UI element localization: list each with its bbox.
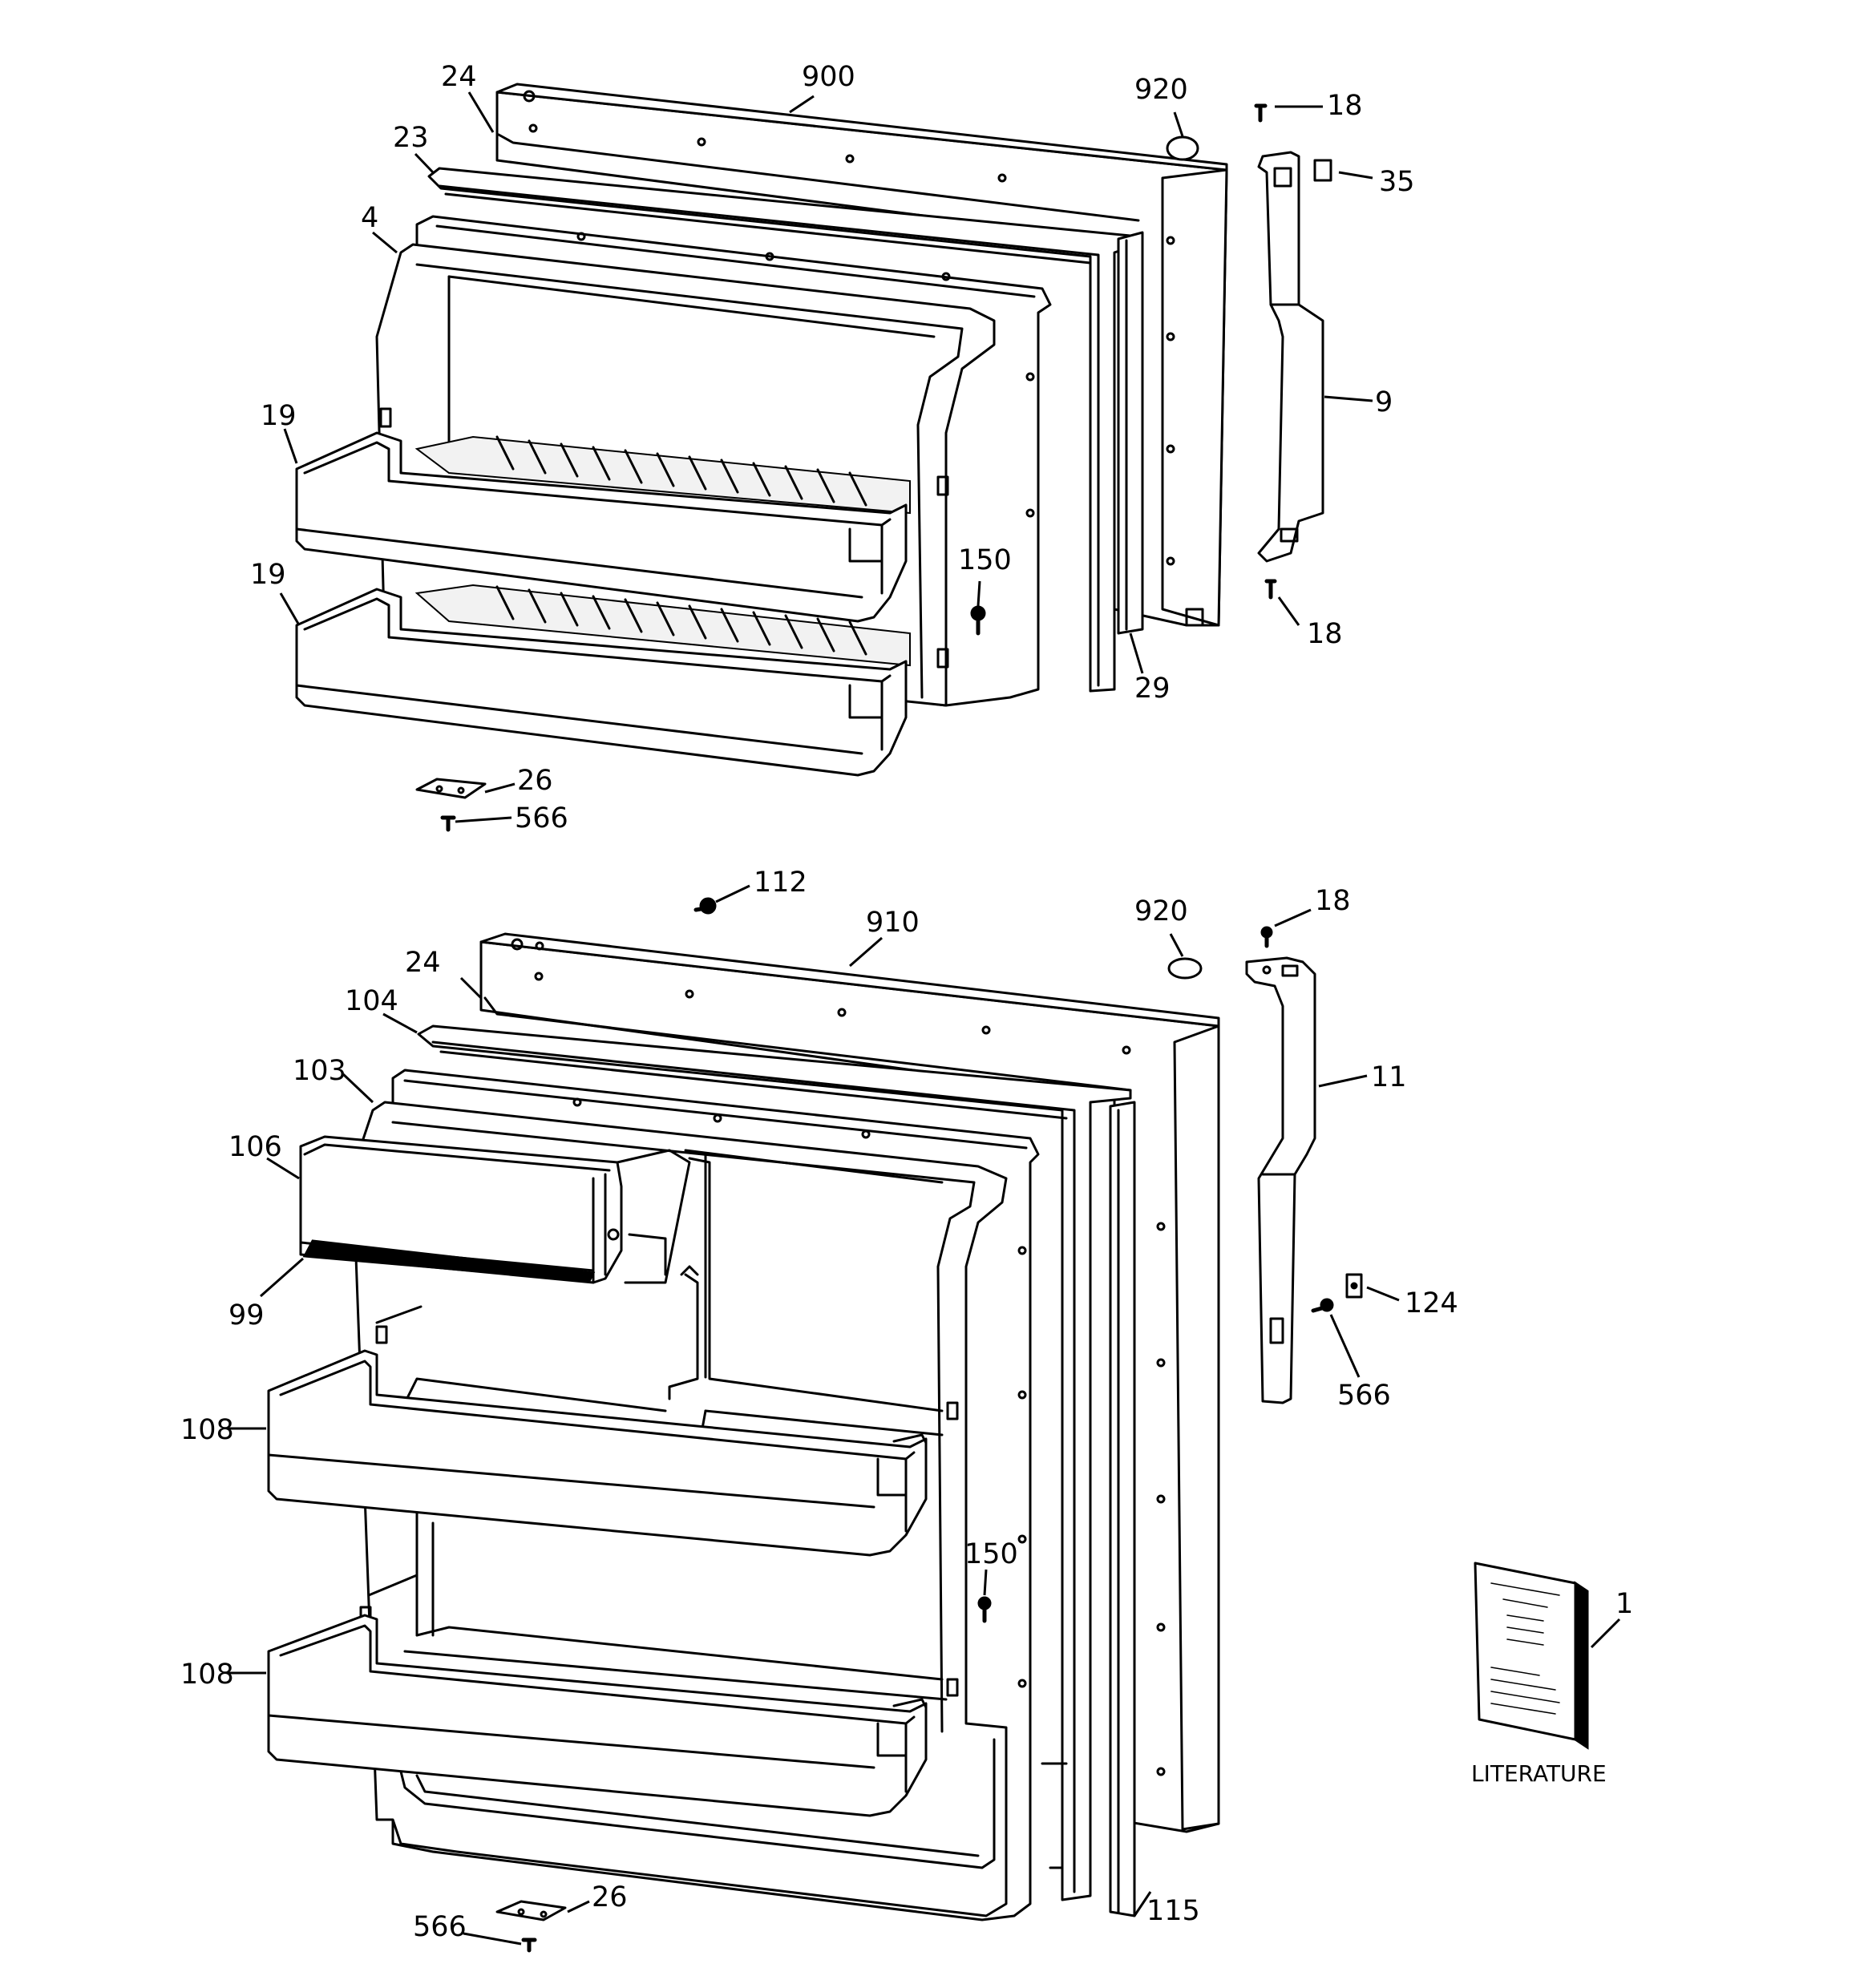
gasket-23 — [427, 167, 1140, 693]
callout-11: 11 — [1371, 1061, 1407, 1093]
screw-18-lower — [1260, 926, 1273, 948]
plug-920-lower — [1167, 957, 1203, 980]
callout-910: 910 — [866, 907, 920, 939]
callout-18-lower: 18 — [1315, 885, 1351, 917]
outer-door-panel-900 — [495, 83, 1228, 627]
callout-18-upper-top: 18 — [1327, 90, 1363, 122]
upper-callout-labels: 900 920 18 24 23 35 4 9 19 150 19 18 29 … — [250, 61, 1415, 834]
door-shelf-bin-19-lower — [295, 588, 908, 777]
callout-112: 112 — [754, 867, 807, 899]
callout-104: 104 — [345, 985, 398, 1017]
callout-19-lower: 19 — [250, 559, 286, 591]
lower-callout-labels: 112 920 18 910 24 104 11 103 106 124 99 … — [180, 867, 1633, 1943]
callout-150-lower: 150 — [964, 1538, 1018, 1570]
callout-26-upper: 26 — [517, 765, 553, 797]
screw-18-upper-top — [1254, 103, 1268, 123]
callout-566-bottom: 566 — [413, 1911, 467, 1943]
literature-booklet-1 — [1474, 1562, 1589, 1750]
breaker-strip-115 — [1109, 1101, 1136, 1917]
hinge-26-lower — [495, 1900, 567, 1921]
callout-4: 4 — [361, 202, 378, 234]
upper-door-assembly: 900 920 18 24 23 35 4 9 19 150 19 18 29 … — [250, 61, 1415, 834]
inner-door-liner-4 — [375, 215, 1052, 707]
callout-566-upper: 566 — [515, 802, 568, 834]
callout-24-upper: 24 — [441, 61, 477, 93]
screw-18-upper-bottom — [1264, 579, 1277, 600]
callout-24-lower: 24 — [405, 947, 441, 979]
breaker-strip-29 — [1117, 231, 1144, 635]
clip-124 — [1345, 1273, 1363, 1299]
door-shelf-bin-108-lower — [267, 1614, 928, 1817]
screw-566-right — [1311, 1298, 1334, 1313]
callout-106: 106 — [228, 1131, 282, 1163]
cap-35 — [1313, 159, 1332, 182]
callout-150-upper: 150 — [958, 544, 1012, 576]
callout-108-lower: 108 — [180, 1659, 234, 1691]
lower-door-assembly: 112 920 18 910 24 104 11 103 106 124 99 … — [180, 867, 1633, 1953]
upper-leader-lines — [279, 91, 1373, 823]
door-shelf-bin-19-upper — [295, 431, 908, 623]
callout-23: 23 — [393, 122, 429, 154]
callout-920-lower: 920 — [1134, 895, 1188, 927]
gasket-104 — [417, 1024, 1132, 1901]
callout-108-upper: 108 — [180, 1414, 234, 1446]
callout-103: 103 — [293, 1055, 346, 1087]
callout-124: 124 — [1405, 1287, 1458, 1319]
screw-566-upper — [440, 815, 456, 832]
dairy-door-106 — [299, 1135, 691, 1284]
handle-11 — [1245, 956, 1316, 1404]
callout-920-upper: 920 — [1134, 74, 1188, 106]
screw-150-upper — [970, 605, 986, 636]
callout-26-lower: 26 — [592, 1881, 628, 1913]
door-shelf-bin-108-upper — [267, 1349, 928, 1557]
callout-18-upper-bottom: 18 — [1307, 618, 1343, 650]
plug-920-upper — [1166, 135, 1199, 161]
callout-900: 900 — [802, 61, 855, 93]
outer-door-panel-910 — [479, 932, 1220, 1833]
callout-566-right: 566 — [1337, 1380, 1391, 1412]
callout-35: 35 — [1379, 166, 1415, 198]
gasket-24 — [497, 133, 1140, 222]
callout-9: 9 — [1375, 386, 1393, 418]
callout-115: 115 — [1146, 1895, 1200, 1927]
callout-99: 99 — [228, 1299, 265, 1331]
screw-150-lower — [977, 1596, 992, 1623]
callout-19-upper: 19 — [261, 400, 297, 432]
screw-566-bottom — [521, 1937, 537, 1953]
literature-label: LITERATURE — [1471, 1760, 1607, 1787]
screw-112 — [693, 897, 717, 915]
hinge-26-upper — [415, 778, 487, 799]
lower-leader-lines — [227, 884, 1621, 1946]
callout-1: 1 — [1615, 1588, 1633, 1620]
handle-9 — [1257, 151, 1324, 563]
gasket-24-lower — [483, 996, 1132, 1092]
callout-29: 29 — [1134, 673, 1171, 705]
